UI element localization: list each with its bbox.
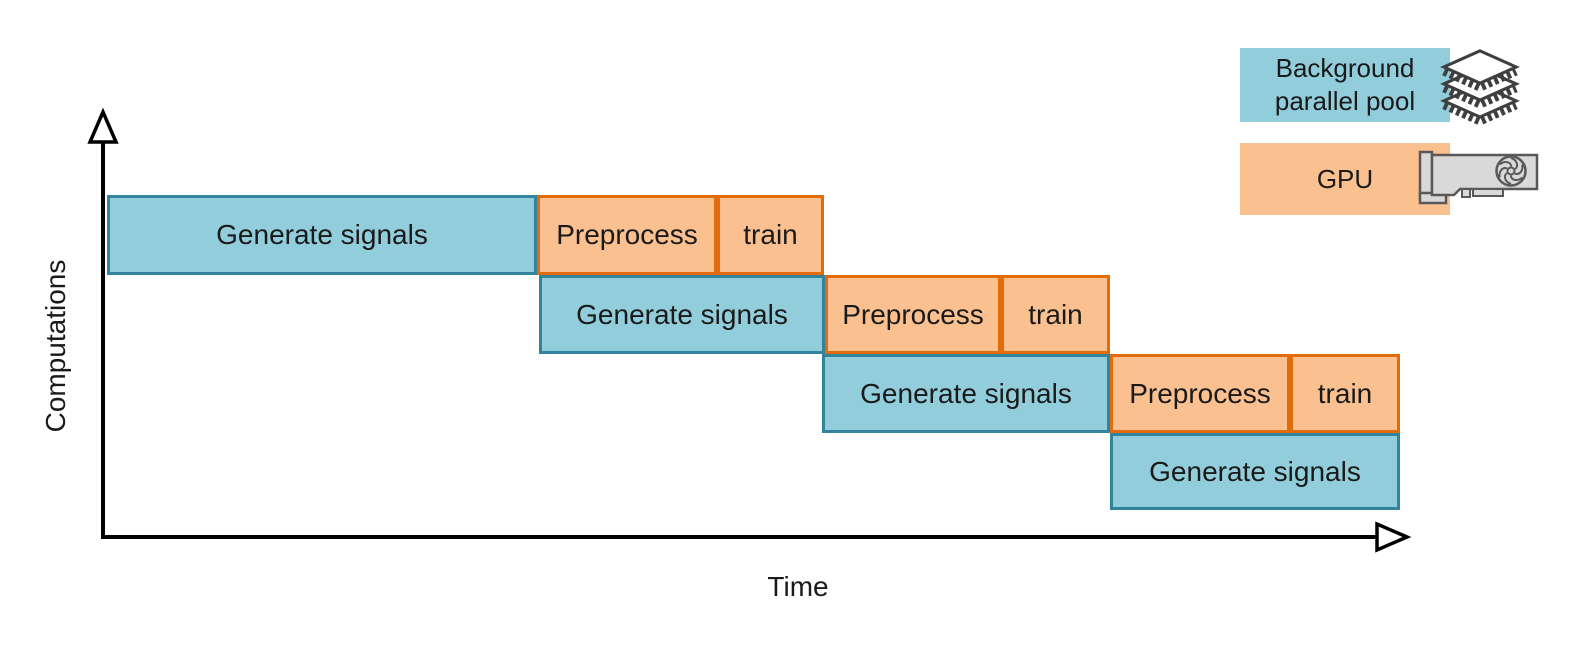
task-box-train: train xyxy=(717,195,824,275)
gpu-connector xyxy=(1472,188,1504,197)
x-axis-label: Time xyxy=(767,571,829,602)
y-axis-label: Computations xyxy=(40,259,71,433)
legend-swatch-background-parallel-pool: Background parallel pool xyxy=(1240,48,1450,122)
gpu-fan-blades xyxy=(1498,157,1524,185)
gpu-fan-hub xyxy=(1506,166,1516,176)
processor-stack-icon xyxy=(1440,49,1520,126)
x-axis-arrowhead xyxy=(1375,521,1412,553)
task-box-train: train xyxy=(1001,275,1110,354)
gpu-bracket xyxy=(1418,150,1434,200)
task-box-train: train xyxy=(1290,354,1400,433)
chip-layer-top xyxy=(1440,49,1520,92)
task-box-generate-signals: Generate signals xyxy=(539,275,825,354)
gpu-tab-small xyxy=(1461,188,1471,198)
task-box-generate-signals: Generate signals xyxy=(1110,433,1400,510)
task-box-preprocess: Preprocess xyxy=(537,195,717,275)
y-axis-arrowhead xyxy=(87,107,119,144)
gpu-card-icon xyxy=(1418,150,1539,205)
task-box-preprocess: Preprocess xyxy=(1110,354,1290,433)
legend-swatch-gpu: GPU xyxy=(1240,143,1450,215)
task-box-generate-signals: Generate signals xyxy=(822,354,1110,433)
task-box-preprocess: Preprocess xyxy=(825,275,1001,354)
task-box-generate-signals: Generate signals xyxy=(107,195,537,275)
